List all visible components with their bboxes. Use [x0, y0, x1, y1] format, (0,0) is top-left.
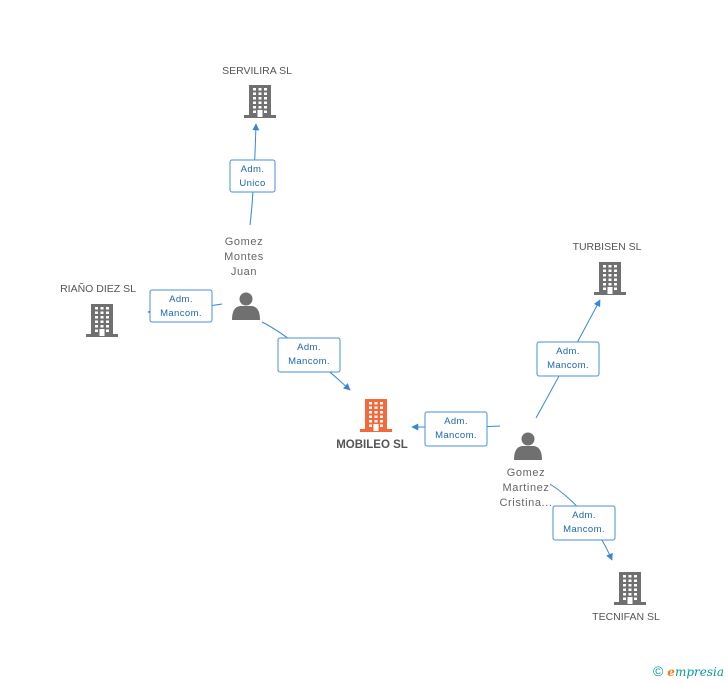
edge-label-box[interactable]: Adm. Mancom. [536, 341, 600, 377]
company-label-tecnifan[interactable]: TECNIFAN SL [592, 611, 660, 623]
company-label-riano[interactable]: RIAÑO DIEZ SL [60, 282, 136, 295]
edge-label-line: Adm. [297, 342, 321, 353]
company-label-mobileo[interactable]: MOBILEO SL [336, 439, 408, 451]
building-icon-servilira[interactable] [244, 85, 276, 118]
edge-label-line: Adm. [169, 294, 193, 305]
edge-label-box[interactable]: Adm. Mancom. [424, 411, 488, 447]
edge-label-line: Adm. [241, 164, 265, 175]
edge-label-box[interactable]: Adm. Mancom. [149, 289, 213, 323]
building-icon-riano[interactable] [86, 304, 118, 337]
edge-label-box[interactable]: Adm. Mancom. [277, 337, 341, 373]
edge-label-box[interactable]: Adm. Mancom. [552, 505, 616, 541]
edge-label-line: Mancom. [288, 356, 330, 367]
brand-logo: empresia [667, 665, 724, 679]
edge-gomez_montes-mobileo: Adm. Mancom. [261, 321, 351, 391]
footer-brand[interactable]: ©empresia [653, 663, 724, 679]
edge-gomez_montes-servilira: Adm. Unico [229, 123, 276, 226]
edge-label-line: Unico [239, 178, 265, 189]
copyright-icon: © [652, 663, 664, 679]
edge-gomez_martinez-turbisen: Adm. Mancom. [535, 299, 601, 419]
person-label-gomez_martinez[interactable]: Gomez [507, 467, 545, 479]
edge-label-line: Adm. [556, 346, 580, 357]
person-label-gomez_montes[interactable]: Montes [224, 251, 264, 263]
edge-label-line: Mancom. [563, 524, 605, 535]
person-icon-gomez_martinez[interactable] [514, 432, 542, 461]
edge-label-line: Adm. [572, 510, 596, 521]
edge-label-line: Mancom. [160, 308, 202, 319]
building-icon-mobileo[interactable] [360, 399, 392, 432]
person-icon-gomez_montes[interactable] [232, 292, 260, 321]
company-label-turbisen[interactable]: TURBISEN SL [573, 241, 642, 253]
building-icon-turbisen[interactable] [594, 262, 626, 295]
edge-gomez_montes-riano: Adm. Mancom. [147, 289, 223, 323]
edge-label-line: Adm. [444, 416, 468, 427]
person-label-gomez_martinez[interactable]: Martinez [503, 482, 550, 494]
edge-gomez_martinez-mobileo: Adm. Mancom. [411, 411, 501, 447]
edge-label-box[interactable]: Adm. Unico [229, 159, 276, 193]
person-label-gomez_martinez[interactable]: Cristina... [499, 497, 552, 509]
building-icon-tecnifan[interactable] [614, 572, 646, 605]
edge-label-line: Mancom. [547, 360, 589, 371]
person-label-gomez_montes[interactable]: Gomez [225, 236, 263, 248]
edge-gomez_martinez-tecnifan: Adm. Mancom. [549, 483, 616, 561]
edge-label-line: Mancom. [435, 430, 477, 441]
company-label-servilira[interactable]: SERVILIRA SL [222, 65, 292, 77]
person-label-gomez_montes[interactable]: Juan [231, 266, 257, 278]
